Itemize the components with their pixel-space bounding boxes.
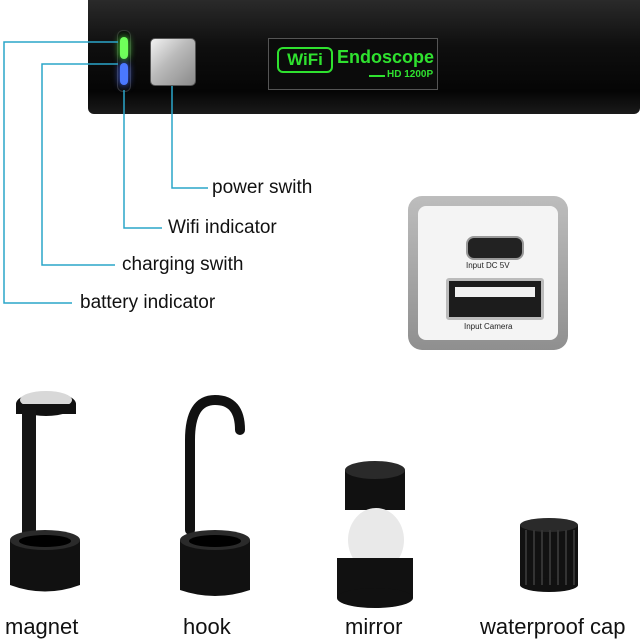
model-name: HD 1200P bbox=[387, 69, 434, 80]
magnet-accessory bbox=[10, 391, 80, 592]
battery-indicator-led bbox=[120, 63, 128, 85]
caption-waterproof-cap: waterproof cap bbox=[480, 614, 626, 639]
callout-wifi: Wifi indicator bbox=[168, 217, 277, 238]
usb-a-port bbox=[446, 278, 544, 320]
callout-charging: charging swith bbox=[122, 254, 244, 275]
ports-closeup: Input DC 5V Input Camera bbox=[408, 196, 568, 350]
accessories-drawing bbox=[10, 391, 578, 608]
micro-usb-port bbox=[466, 236, 524, 260]
micro-usb-label: Input DC 5V bbox=[466, 261, 510, 270]
callout-battery: battery indicator bbox=[80, 292, 216, 313]
ports-panel: Input DC 5V Input Camera bbox=[418, 206, 558, 340]
caption-magnet: magnet bbox=[5, 614, 79, 639]
hook-accessory bbox=[180, 394, 250, 596]
device-logo: WiFi Endoscope HD 1200P bbox=[268, 38, 438, 90]
power-switch-button bbox=[150, 38, 196, 86]
wifi-badge: WiFi bbox=[277, 47, 333, 73]
usb-a-label: Input Camera bbox=[464, 322, 513, 331]
logo-dash bbox=[369, 75, 385, 77]
brand-name: Endoscope bbox=[337, 47, 435, 67]
callout-power: power swith bbox=[212, 177, 313, 198]
mirror-accessory bbox=[337, 461, 413, 608]
usb-a-tongue bbox=[455, 287, 535, 297]
waterproof-cap-accessory bbox=[520, 518, 578, 592]
caption-hook: hook bbox=[183, 614, 231, 639]
caption-mirror: mirror bbox=[345, 614, 403, 639]
wifi-indicator-led bbox=[120, 37, 128, 59]
